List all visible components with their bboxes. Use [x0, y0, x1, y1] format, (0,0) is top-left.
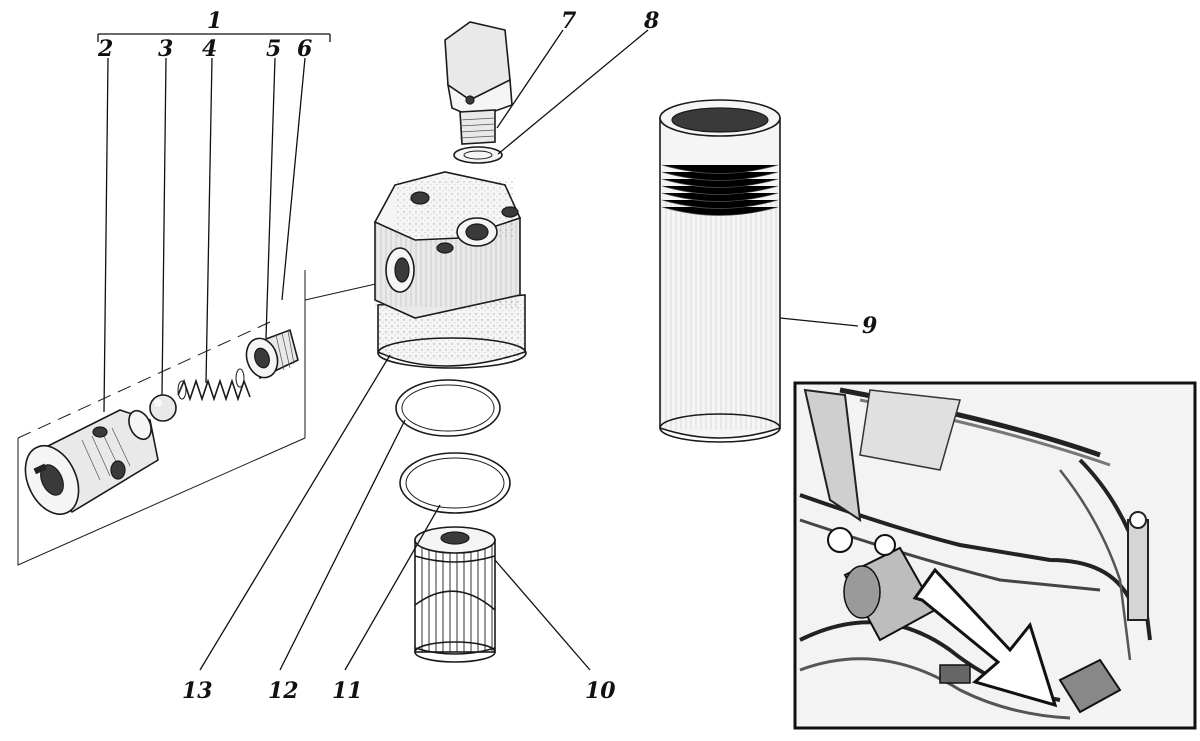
callout-5: 5: [266, 36, 281, 62]
o-ring-part-11: [399, 452, 511, 514]
callout-1: 1: [207, 8, 222, 34]
cap-part-7: [444, 21, 513, 164]
threaded-nut-part-5: [245, 328, 299, 380]
callout-4: 4: [202, 36, 217, 62]
callout-9: 9: [862, 313, 877, 339]
callout-7: 7: [561, 8, 577, 34]
leader-lines: [103, 29, 859, 671]
valve-body-part-2: [24, 409, 159, 515]
callout-2: 2: [97, 36, 113, 62]
o-ring-part-12: [395, 379, 501, 437]
filter-housing-part-13: [373, 171, 527, 369]
installation-inset-illustration: [793, 381, 1197, 730]
callout-13: 13: [182, 678, 213, 704]
filter-bowl-part-9: [659, 99, 781, 443]
spring-part-4: [177, 368, 251, 402]
valve-assembly-frame: [17, 270, 381, 566]
callout-10: 10: [585, 678, 616, 704]
ball-part-3: [149, 394, 177, 422]
filter-element-part-10: [414, 526, 496, 663]
assembly-1-bracket: [97, 33, 331, 42]
callout-3: 3: [158, 36, 173, 62]
callout-11: 11: [332, 678, 363, 704]
callout-labels: 1 2 3 4 5 6 7 8 9 10 11 12 13: [97, 8, 877, 704]
callout-12: 12: [268, 678, 299, 704]
callout-6: 6: [297, 36, 312, 62]
callout-8: 8: [643, 8, 659, 34]
